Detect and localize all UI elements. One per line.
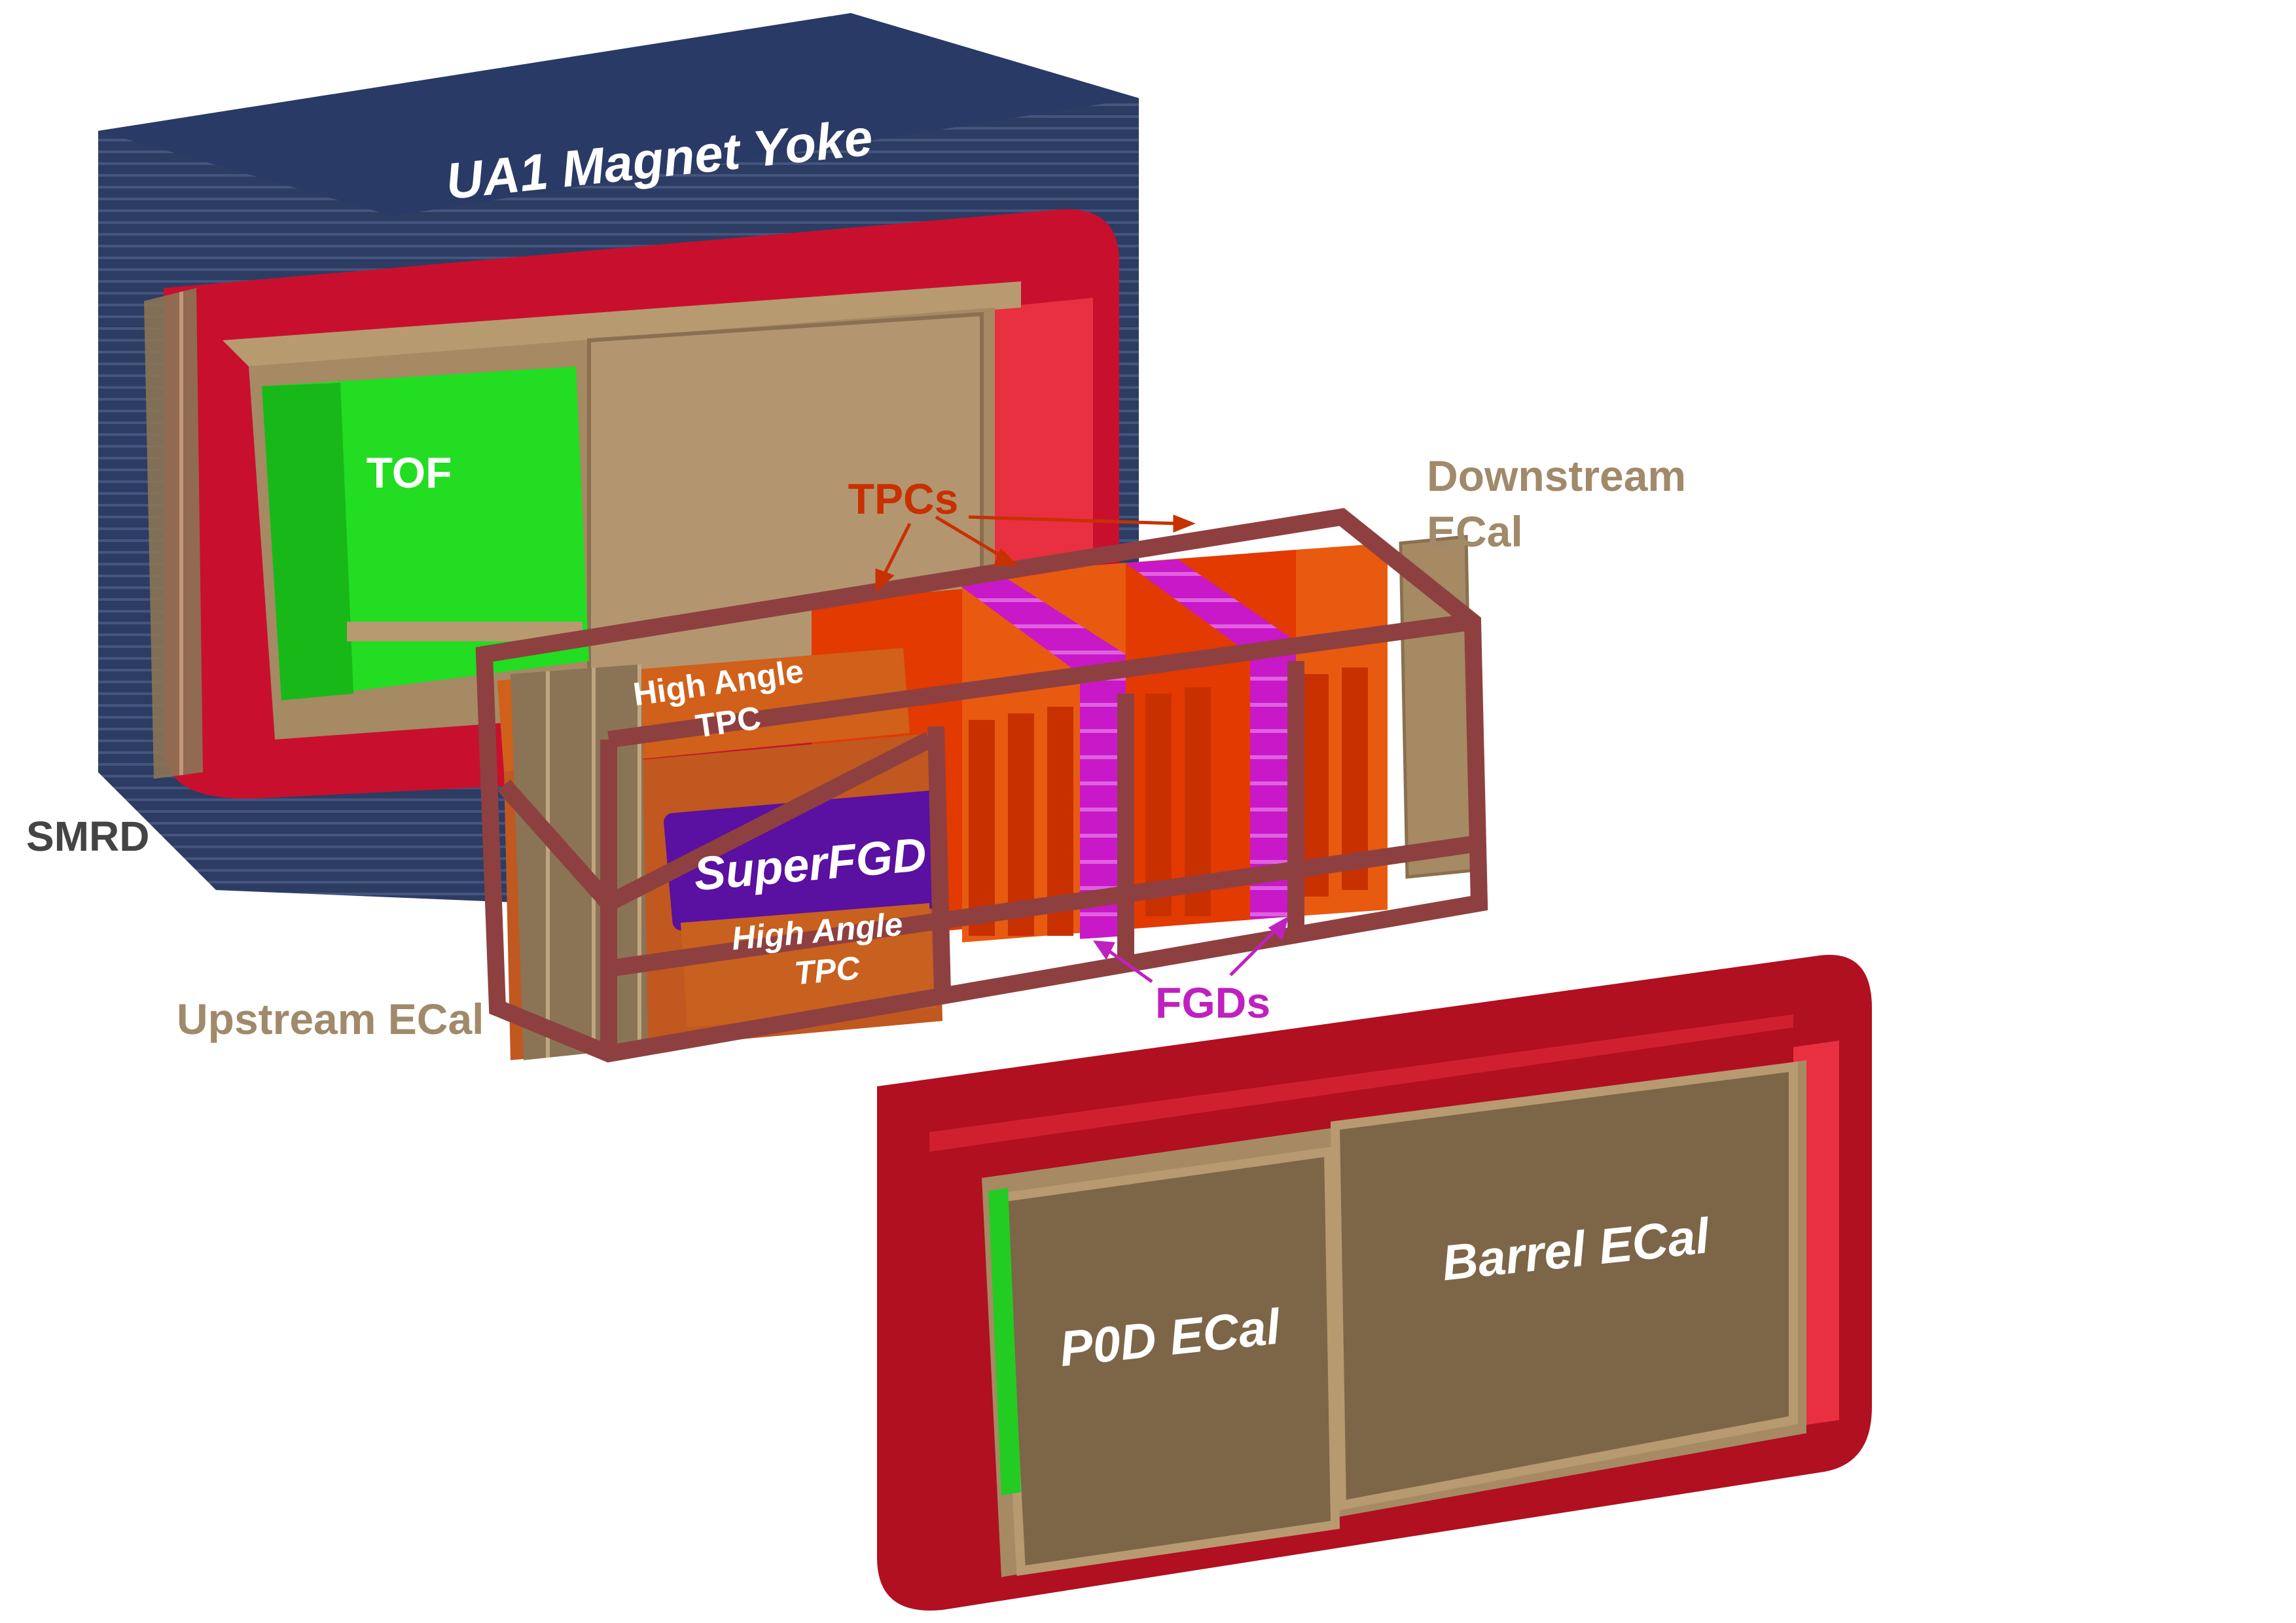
smrd-panels (144, 288, 203, 779)
label-tof: TOF (367, 448, 452, 497)
superfgd-block (664, 791, 946, 931)
basket-frame (475, 508, 1488, 1063)
tof-detector-side (262, 383, 353, 700)
label-downstream-ecal-line1: Downstream (1427, 452, 1686, 500)
label-tpcs: TPCs (848, 474, 959, 523)
label-fgds: FGDs (1155, 978, 1270, 1027)
barrel-ecal-panel (1330, 1061, 1798, 1511)
basket-assembly (475, 508, 1488, 1063)
label-smrd: SMRD (26, 813, 149, 860)
magnet-coil-lower-edge (929, 1014, 1793, 1152)
label-high-angle-tpc-bottom-line2: TPC (793, 950, 861, 992)
label-upstream-ecal: Upstream ECal (177, 995, 484, 1043)
lower-green-strip (988, 1188, 1021, 1495)
magnet-yoke-top-face (98, 13, 1139, 216)
label-high-angle-tpc-top-line2: TPC (693, 699, 763, 744)
barrel-ecal-inner-top (223, 281, 1021, 366)
tpc-arrows (875, 514, 1196, 593)
lower-magnet-assembly (877, 955, 1872, 1611)
label-downstream-ecal-line2: ECal (1427, 507, 1523, 556)
fgd-arrows (1092, 916, 1289, 984)
